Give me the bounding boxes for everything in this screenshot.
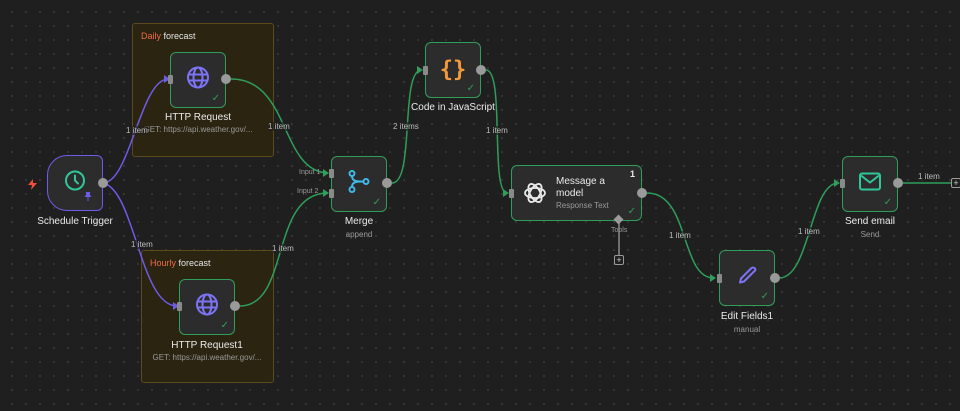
pencil-icon [736, 265, 758, 292]
tools-label: Tools [611, 227, 628, 234]
edge-label: 1 item [131, 240, 153, 249]
edge-label: 1 item [486, 126, 508, 135]
input-port-2[interactable] [329, 189, 334, 198]
input-port[interactable] [168, 75, 173, 84]
envelope-icon [859, 172, 881, 196]
pin-icon [84, 188, 92, 206]
node-edit-fields[interactable]: ✓ [719, 250, 775, 306]
edge-label: 2 items [393, 122, 419, 131]
braces-icon: {} [439, 57, 467, 83]
node-message-model[interactable]: Message a model Response Text 1 ✓ [511, 165, 642, 221]
output-port[interactable] [476, 65, 486, 75]
globe-icon [195, 293, 219, 322]
add-tool-button[interactable]: + [614, 255, 624, 265]
input-port-1[interactable] [329, 169, 334, 178]
input-port[interactable] [840, 179, 845, 188]
input-port[interactable] [717, 274, 722, 283]
node-title: Message a model [556, 176, 605, 199]
node-http-request[interactable]: ✓ [170, 52, 226, 108]
edge-label: 1 item [126, 126, 148, 135]
node-subtitle: GET: https://api.weather.gov/... [143, 125, 253, 134]
node-schedule-trigger[interactable] [47, 155, 103, 211]
edge-label: 1 item [272, 244, 294, 253]
add-next-node-button[interactable]: + [951, 178, 960, 188]
node-label: Code in JavaScript [411, 102, 495, 113]
input-port[interactable] [177, 302, 182, 311]
node-subtitle: append [345, 230, 373, 239]
input-1-label: Input 1 [299, 169, 321, 176]
output-port[interactable] [637, 188, 647, 198]
node-label: Schedule Trigger [37, 216, 113, 227]
input-port[interactable] [509, 189, 514, 198]
output-port[interactable] [230, 301, 240, 311]
success-check-icon: ✓ [760, 291, 769, 302]
node-code-javascript[interactable]: {} ✓ [425, 42, 481, 98]
merge-icon [347, 170, 371, 199]
node-subtitle: manual [733, 325, 761, 334]
node-label: HTTP Request [165, 112, 231, 123]
node-label: Merge [344, 216, 374, 227]
output-port[interactable] [382, 178, 392, 188]
node-subtitle: Response Text [556, 201, 609, 210]
edge-label: 1 item [918, 172, 940, 181]
sticky-title: Hourly forecast [150, 258, 211, 268]
node-label: Edit Fields1 [720, 311, 774, 322]
edge-label: 1 item [268, 122, 290, 131]
node-http-request1[interactable]: ✓ [179, 279, 235, 335]
success-check-icon: ✓ [627, 206, 636, 217]
clock-icon [64, 170, 86, 197]
output-port[interactable] [98, 178, 108, 188]
node-label: HTTP Request1 [171, 340, 243, 351]
output-port[interactable] [893, 178, 903, 188]
node-send-email[interactable]: ✓ [842, 156, 898, 212]
input-port[interactable] [423, 66, 428, 75]
success-check-icon: ✓ [372, 197, 381, 208]
success-check-icon: ✓ [220, 320, 229, 331]
node-subtitle: GET: https://api.weather.gov/... [152, 353, 262, 362]
openai-icon [522, 180, 548, 211]
success-check-icon: ✓ [466, 83, 475, 94]
success-check-icon: ✓ [883, 197, 892, 208]
trigger-bolt-icon [28, 177, 37, 195]
node-label: Send email [844, 216, 896, 227]
node-merge[interactable]: ✓ [331, 156, 387, 212]
edge-label: 1 item [798, 227, 820, 236]
sticky-title: Daily forecast [141, 31, 196, 41]
output-port[interactable] [770, 273, 780, 283]
output-port[interactable] [221, 74, 231, 84]
node-subtitle: Send [860, 230, 880, 239]
run-count-badge: 1 [629, 169, 635, 179]
edge-label: 1 item [669, 231, 691, 240]
input-2-label: Input 2 [297, 188, 319, 195]
globe-icon [186, 66, 210, 95]
success-check-icon: ✓ [211, 93, 220, 104]
